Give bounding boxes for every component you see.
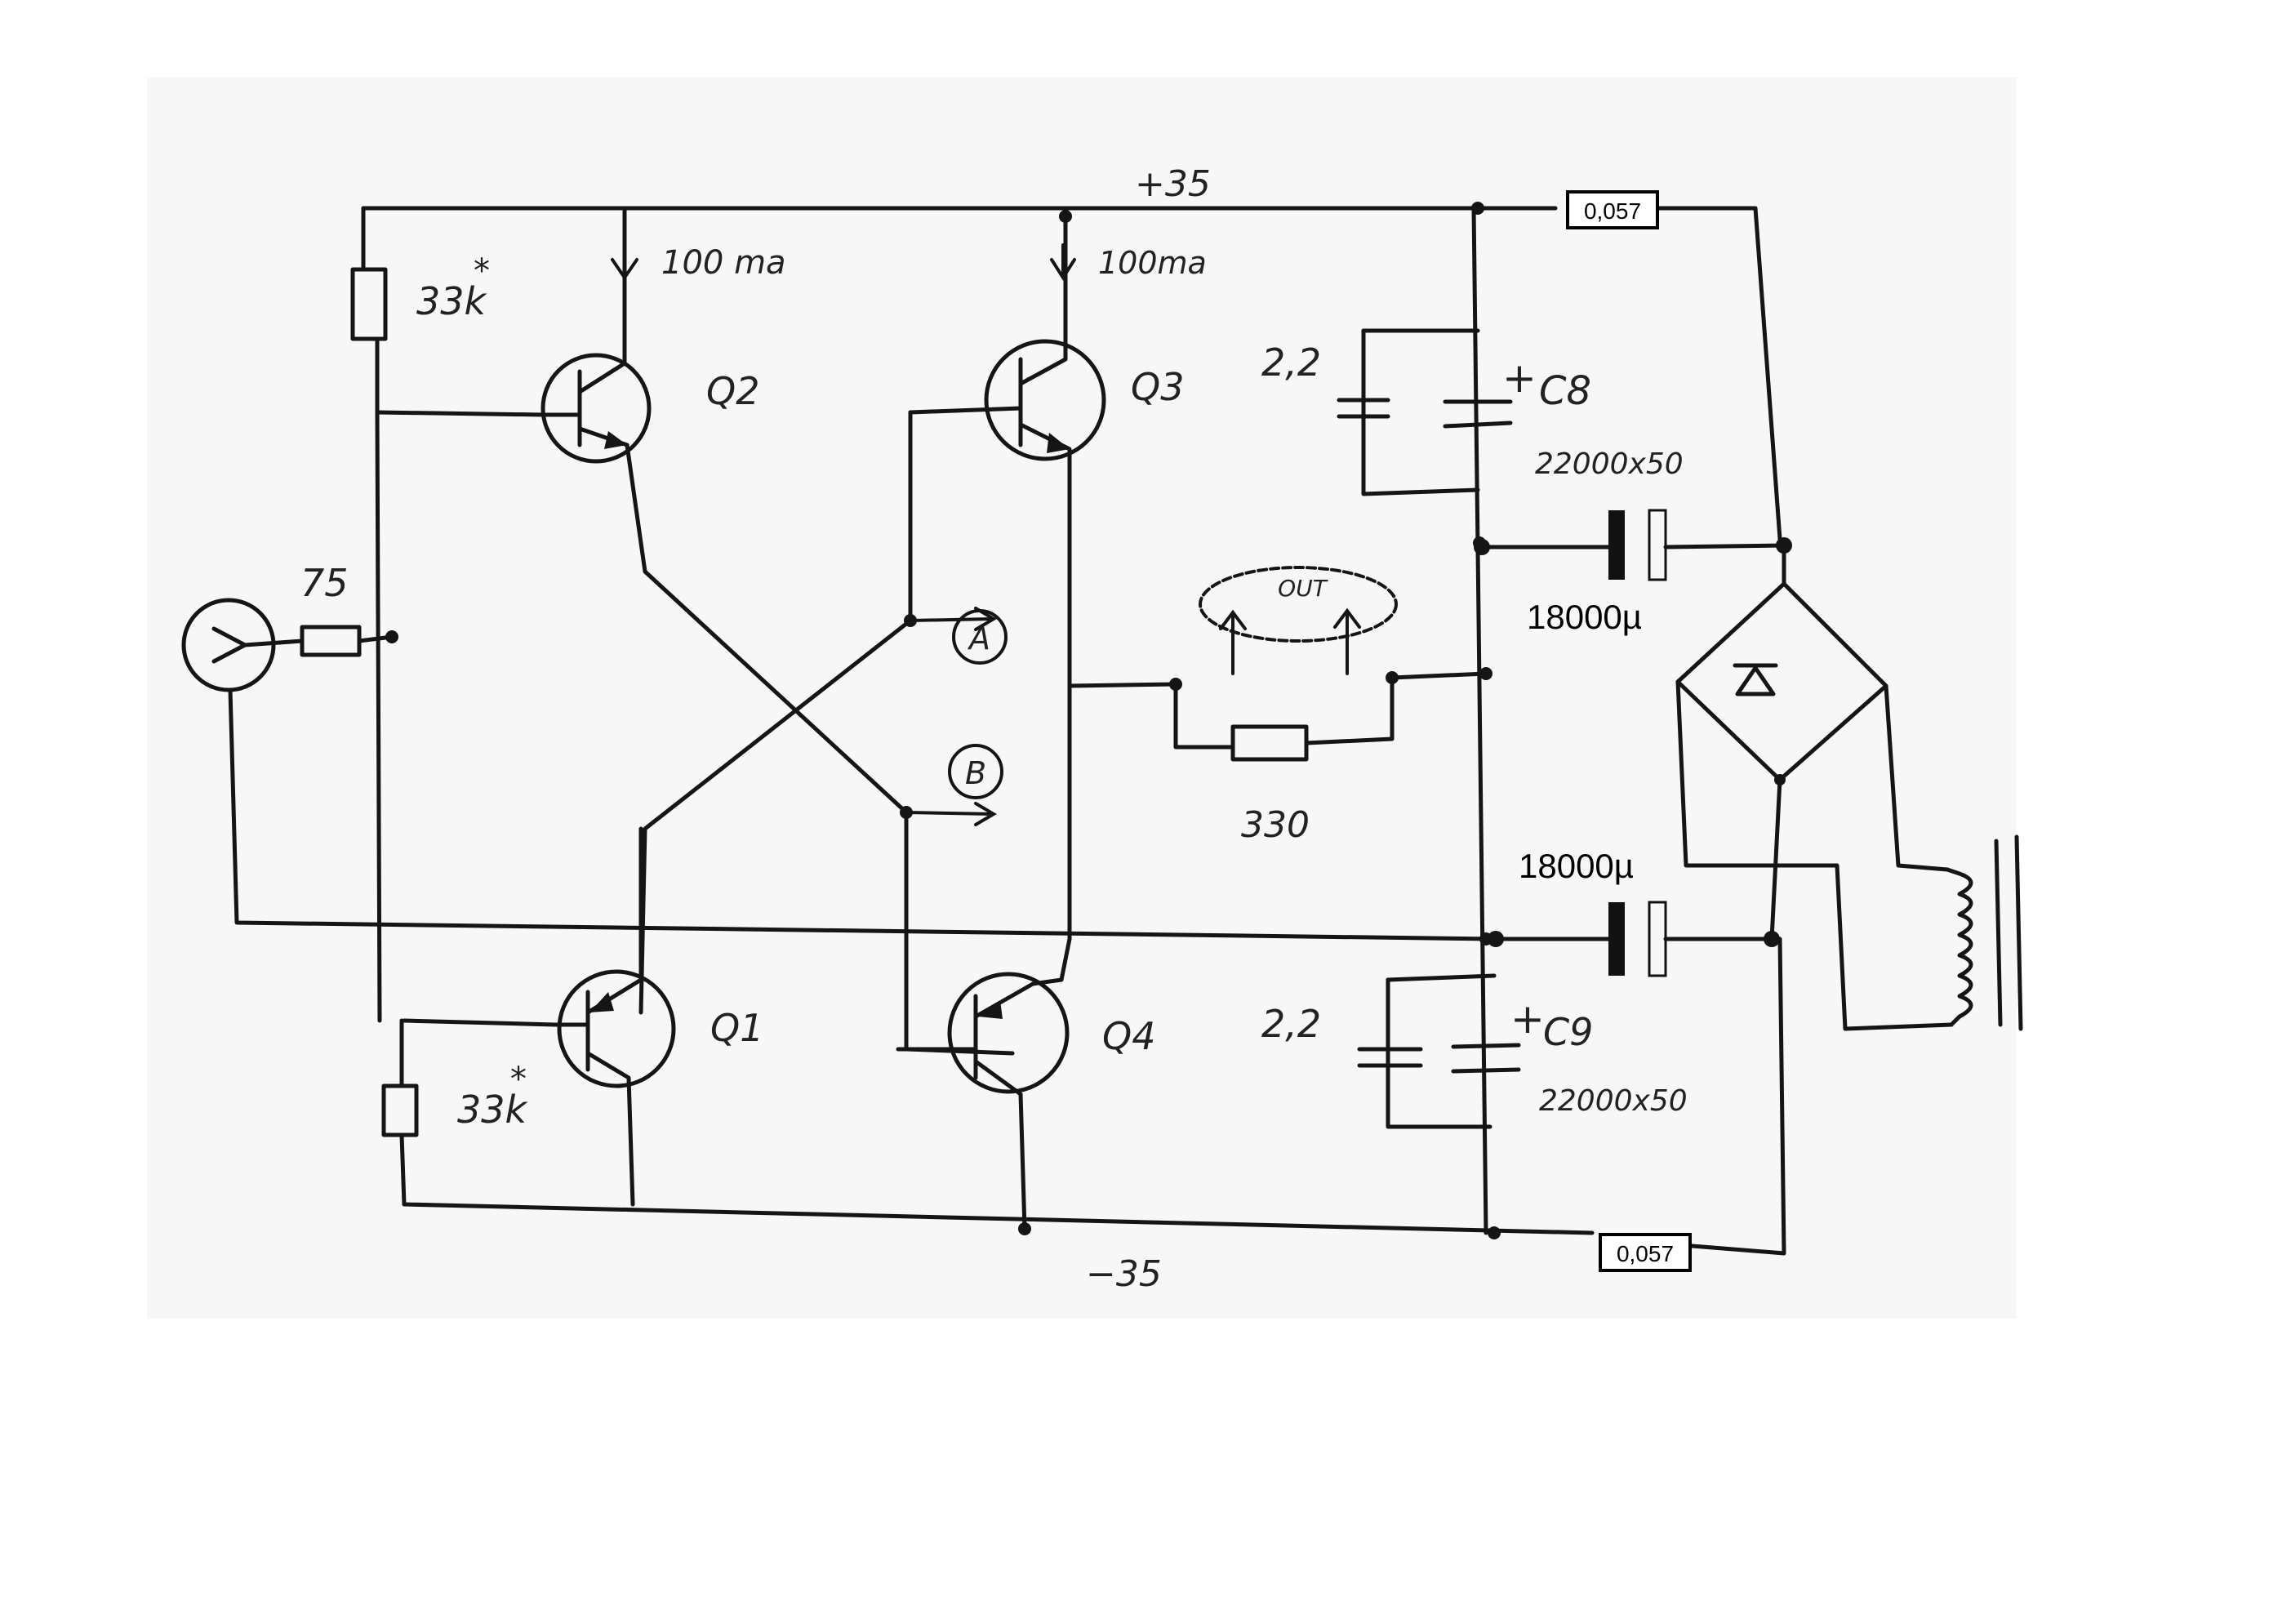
transformer-secondary bbox=[1945, 834, 2023, 1031]
bias-resistor-bottom-mark: * bbox=[510, 1061, 527, 1098]
bias-resistor-top-symbol bbox=[350, 267, 388, 341]
q1-label: Q1 bbox=[710, 1006, 763, 1050]
node-b bbox=[948, 744, 1003, 799]
filter-capacitor-top-label: 18000µ bbox=[1527, 598, 1642, 636]
q3-label: Q3 bbox=[1131, 365, 1184, 409]
output-load bbox=[1067, 566, 1492, 762]
q2-label: Q2 bbox=[706, 369, 759, 413]
current-label-q2: 100 ma bbox=[661, 244, 786, 282]
filter-capacitor-bottom bbox=[1488, 901, 1780, 977]
bias-resistor-bottom-label: 33k bbox=[457, 1088, 529, 1132]
capacitor-c9 bbox=[1357, 973, 1521, 1129]
shunt-resistor-top-label: 0,057 bbox=[1584, 198, 1641, 224]
c8-label: C8 bbox=[1539, 368, 1591, 414]
shunt-resistor-bottom bbox=[1599, 1233, 1692, 1272]
bias-resistor-top-mark: * bbox=[474, 252, 490, 290]
load-resistor-label: 330 bbox=[1241, 804, 1310, 846]
c8-polarity: + bbox=[1502, 354, 1537, 402]
bias-network bbox=[350, 206, 558, 1207]
shunt-resistor-bottom-label: 0,057 bbox=[1617, 1241, 1674, 1266]
node-a bbox=[952, 609, 1008, 665]
capacitor-c8 bbox=[1337, 328, 1513, 496]
c9-small-value: 2,2 bbox=[1261, 1002, 1321, 1046]
c9-rating: 22000x50 bbox=[1539, 1084, 1688, 1118]
negative-rail-label: −35 bbox=[1086, 1253, 1162, 1295]
positive-rail-label: +35 bbox=[1135, 163, 1211, 205]
bias-resistor-top-label: 33k bbox=[416, 279, 488, 323]
transistor-q2 bbox=[540, 206, 909, 815]
positive-rail bbox=[361, 206, 1782, 541]
bridge-rectifier bbox=[1675, 543, 1954, 1031]
c8-small-value: 2,2 bbox=[1261, 340, 1321, 385]
transistor-q3 bbox=[908, 210, 1106, 941]
c9-polarity: + bbox=[1510, 995, 1545, 1043]
transistor-q1 bbox=[553, 826, 676, 1207]
input-jack bbox=[181, 598, 1497, 941]
shunt-resistor-top bbox=[1566, 190, 1659, 229]
node-a-label: A bbox=[967, 621, 990, 656]
c9-label: C9 bbox=[1543, 1010, 1593, 1054]
node-b-label: B bbox=[965, 755, 986, 791]
c8-rating: 22000x50 bbox=[1535, 447, 1684, 481]
negative-rail bbox=[402, 937, 1786, 1256]
input-resistor-label: 75 bbox=[300, 561, 349, 605]
output-label: OUT bbox=[1278, 575, 1328, 602]
current-label-q3: 100ma bbox=[1098, 245, 1207, 281]
filter-capacitor-top bbox=[1474, 509, 1792, 581]
q4-label: Q4 bbox=[1102, 1014, 1155, 1058]
transistor-q4 bbox=[896, 937, 1072, 1235]
paper-background bbox=[147, 78, 2017, 1319]
filter-capacitor-bottom-label: 18000µ bbox=[1519, 847, 1634, 885]
